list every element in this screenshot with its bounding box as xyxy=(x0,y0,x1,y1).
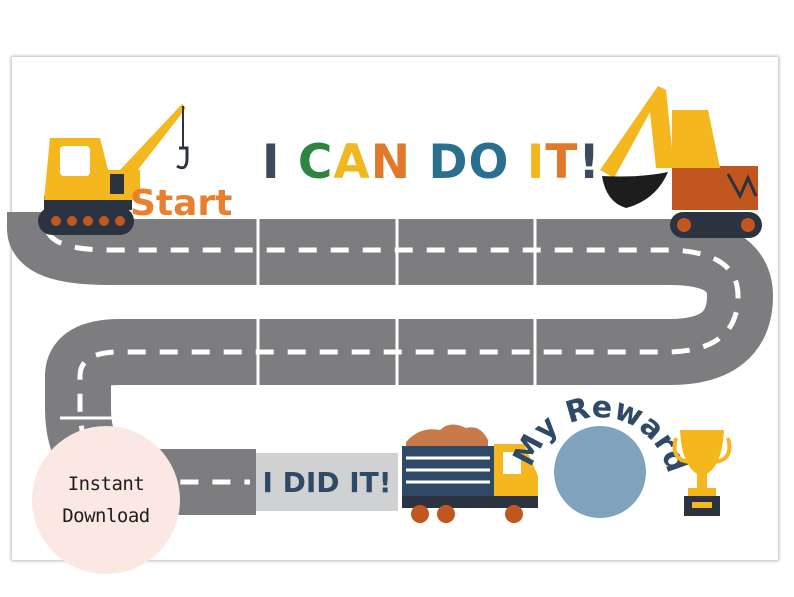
title-letter: C xyxy=(297,135,334,190)
title-letter: A xyxy=(333,135,371,190)
reward-circle xyxy=(554,426,646,518)
title-letter: I xyxy=(262,135,281,190)
page-title: I CAN DO IT! xyxy=(262,128,602,198)
title-letter: ! xyxy=(578,135,601,190)
trophy-icon xyxy=(672,430,732,516)
dump-truck-icon xyxy=(402,424,538,523)
excavator-icon xyxy=(600,86,762,238)
title-letter: I xyxy=(526,135,546,190)
start-label: Start xyxy=(130,183,233,224)
crane-icon xyxy=(38,104,189,235)
title-letter: O xyxy=(468,135,510,190)
title-letter xyxy=(281,128,298,198)
title-letter: T xyxy=(545,135,579,190)
title-letter xyxy=(509,128,526,198)
badge-line1: Instant xyxy=(67,473,145,495)
finish-box xyxy=(256,453,398,511)
finish-label: I DID IT! xyxy=(262,466,392,499)
road-tile-gaps xyxy=(60,216,537,420)
title-letter: N xyxy=(370,135,412,190)
title-letter: D xyxy=(428,135,469,190)
title-letter xyxy=(411,128,428,198)
badge-line2: Download xyxy=(62,505,150,527)
instant-download-badge: Instant Download xyxy=(32,426,180,574)
